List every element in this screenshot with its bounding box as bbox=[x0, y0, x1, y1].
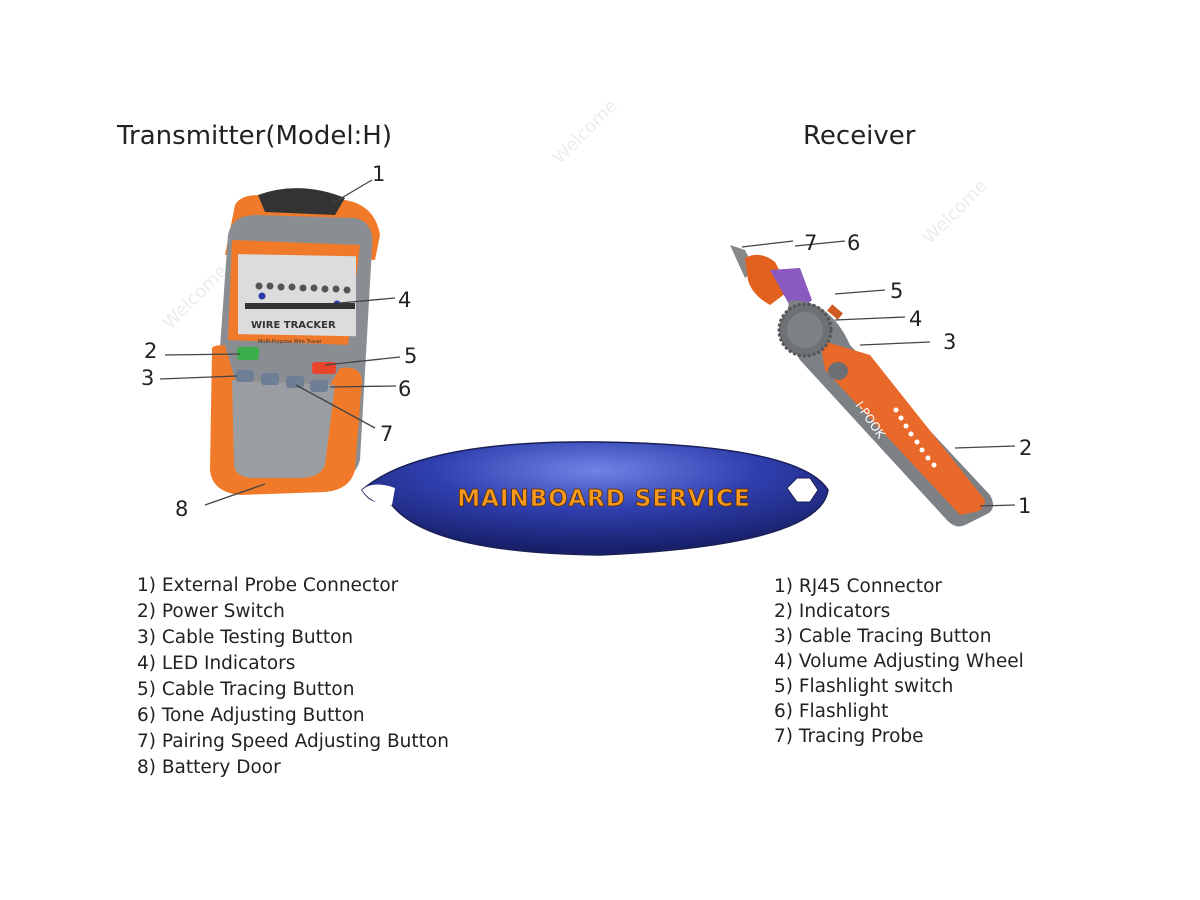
list-item: 7) Pairing Speed Adjusting Button bbox=[137, 731, 449, 752]
transmitter-callouts: 1 2 3 4 5 6 7 8 bbox=[141, 162, 417, 521]
list-item: 3) Cable Testing Button bbox=[137, 627, 353, 648]
list-item: 7) Tracing Probe bbox=[774, 726, 924, 747]
transmitter-device-illustration: WIRE TRACKER Multi-Purpose Wire Tracer bbox=[210, 188, 380, 495]
rx-callout-1: 1 bbox=[1018, 494, 1031, 518]
svg-text:Welcome: Welcome bbox=[159, 260, 232, 333]
rx-callout-2: 2 bbox=[1019, 436, 1032, 460]
list-item: 2) Power Switch bbox=[137, 601, 285, 622]
rx-callout-6: 6 bbox=[847, 231, 860, 255]
callout-2: 2 bbox=[144, 339, 157, 363]
list-item: 8) Battery Door bbox=[137, 757, 281, 778]
callout-6: 6 bbox=[398, 377, 411, 401]
rx-callout-5: 5 bbox=[890, 279, 903, 303]
transmitter-title: Transmitter(Model:H) bbox=[116, 121, 392, 151]
list-item: 5) Cable Tracing Button bbox=[137, 679, 354, 700]
callout-8: 8 bbox=[175, 497, 188, 521]
badge-text: MAINBOARD SERVICE bbox=[457, 486, 751, 512]
rx-callout-3: 3 bbox=[943, 330, 956, 354]
callout-4: 4 bbox=[398, 288, 411, 312]
callout-5: 5 bbox=[404, 344, 417, 368]
list-item: 2) Indicators bbox=[774, 601, 890, 622]
svg-text:Welcome: Welcome bbox=[919, 175, 992, 248]
list-item: 1) External Probe Connector bbox=[137, 575, 399, 596]
transmitter-parts-list: 1) External Probe Connector 2) Power Swi… bbox=[137, 575, 449, 778]
svg-text:Welcome: Welcome bbox=[549, 95, 622, 168]
list-item: 1) RJ45 Connector bbox=[774, 576, 942, 597]
rx-callout-4: 4 bbox=[909, 307, 922, 331]
callout-1: 1 bbox=[372, 162, 385, 186]
mainboard-service-badge: MAINBOARD SERVICE bbox=[361, 441, 829, 556]
receiver-parts-list: 1) RJ45 Connector 2) Indicators 3) Cable… bbox=[774, 576, 1024, 747]
callout-7: 7 bbox=[380, 422, 393, 446]
receiver-title: Receiver bbox=[803, 121, 916, 151]
rx-callout-7: 7 bbox=[804, 231, 817, 255]
list-item: 4) Volume Adjusting Wheel bbox=[774, 651, 1024, 672]
list-item: 5) Flashlight switch bbox=[774, 676, 953, 697]
transmitter-device-sublabel: Multi-Purpose Wire Tracer bbox=[258, 339, 323, 345]
receiver-device-illustration: I-POOK bbox=[730, 245, 994, 527]
transmitter-device-label: WIRE TRACKER bbox=[251, 320, 336, 331]
list-item: 4) LED Indicators bbox=[137, 653, 295, 674]
list-item: 3) Cable Tracing Button bbox=[774, 626, 991, 647]
list-item: 6) Tone Adjusting Button bbox=[137, 705, 365, 726]
callout-3: 3 bbox=[141, 366, 154, 390]
list-item: 6) Flashlight bbox=[774, 701, 888, 722]
receiver-callouts: 7 6 5 4 3 2 1 bbox=[741, 231, 1032, 518]
